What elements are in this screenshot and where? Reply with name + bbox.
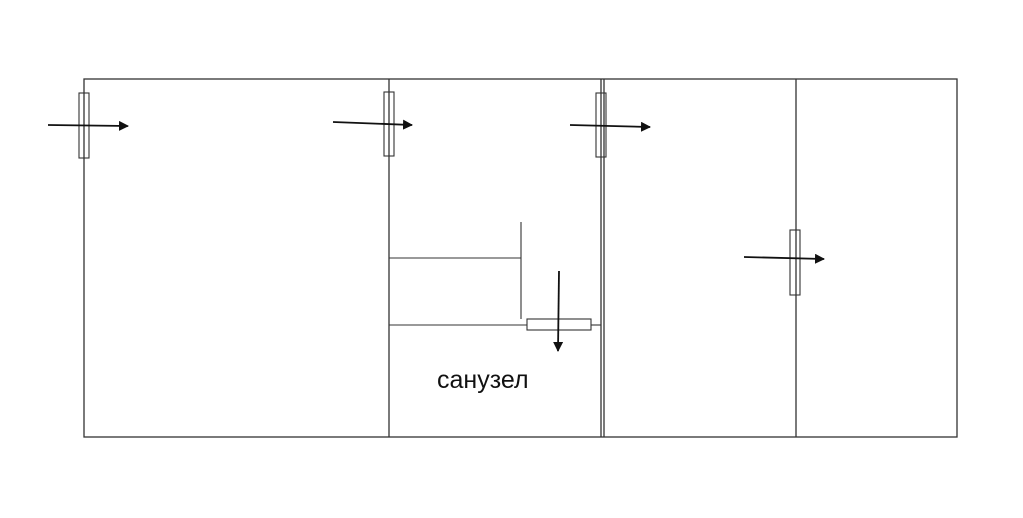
arrow-right-icon: [743, 253, 825, 264]
door-4[interactable]: [743, 229, 825, 296]
room-label-bathroom: санузел: [437, 366, 529, 394]
arrow-down-icon: [553, 270, 564, 352]
arrow-right-icon: [569, 121, 651, 132]
arrow-right-icon: [47, 120, 129, 131]
door-2[interactable]: [332, 91, 413, 157]
arrow-right-icon: [332, 119, 413, 130]
door-1[interactable]: [47, 92, 129, 159]
door-bathroom[interactable]: [526, 270, 592, 352]
door-3[interactable]: [569, 92, 651, 158]
outer-wall: [83, 78, 958, 438]
door-frame: [789, 229, 801, 296]
